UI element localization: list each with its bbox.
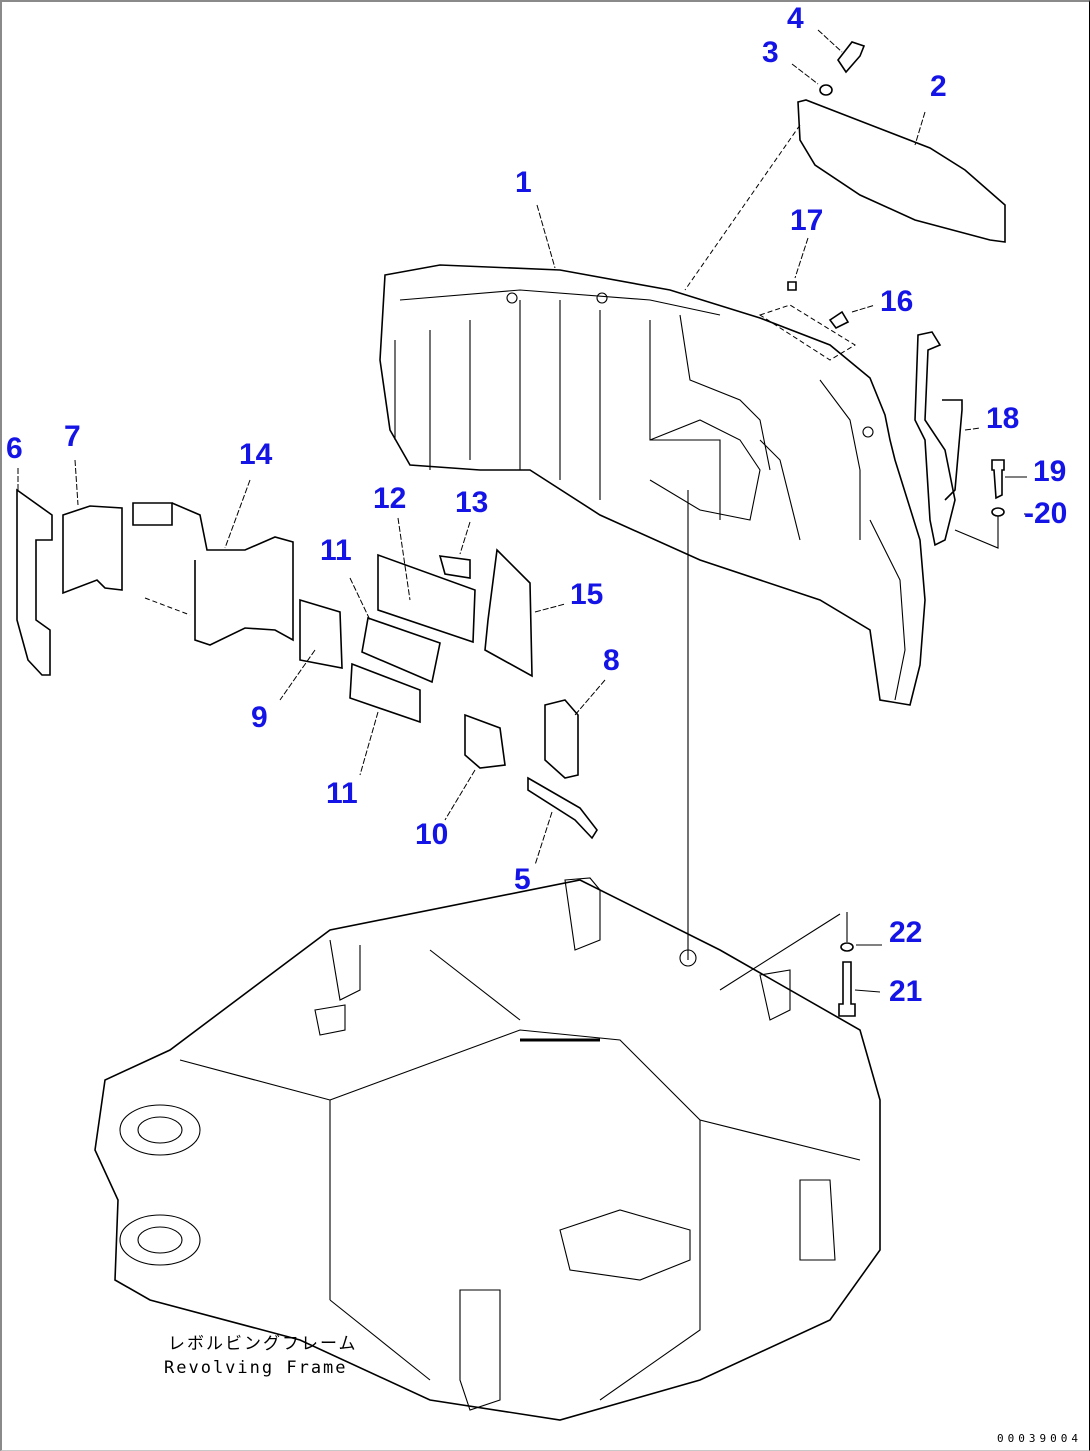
part-11-pad-upper (349, 577, 441, 684)
part-3-washer (791, 63, 833, 96)
callout-22: 22 (889, 916, 923, 949)
part-22-washer (719, 912, 882, 991)
revolving-frame (94, 877, 881, 1421)
callout-5: 5 (514, 863, 531, 896)
part-7-panel (62, 459, 123, 595)
part-10-block (444, 713, 506, 821)
callout-14: 14 (239, 438, 273, 471)
part-9-pad (279, 598, 343, 701)
leader-line (684, 124, 801, 291)
part-14-panel (132, 479, 294, 646)
callout-12: 12 (373, 482, 407, 515)
part-1-counterweight (379, 204, 926, 706)
part-5-strip (527, 776, 598, 866)
callout-11-upper: 11 (320, 534, 352, 567)
part-6-panel (16, 468, 53, 676)
callout-4: 4 (787, 2, 804, 35)
part-17-plug (787, 237, 809, 291)
callout-15: 15 (570, 578, 604, 611)
caption-english: Revolving Frame (164, 1358, 348, 1378)
part-11-pad-lower (349, 662, 421, 776)
document-number: 00039004 (997, 1432, 1082, 1445)
callout-21: 21 (889, 975, 923, 1008)
callout-19: 19 (1033, 455, 1067, 488)
part-13-block (438, 521, 471, 579)
callout-8: 8 (603, 644, 620, 677)
part-12-pad (377, 517, 476, 644)
part-15-panel (484, 548, 566, 678)
callout-6: 6 (6, 432, 23, 465)
caption-japanese: レボルビングフレーム (168, 1334, 358, 1354)
callout-16: 16 (880, 285, 914, 318)
callout-17: 17 (790, 204, 824, 237)
callout-7: 7 (64, 420, 81, 453)
callout-2: 2 (930, 70, 947, 103)
callout-20: -20 (1024, 497, 1068, 530)
callout-1: 1 (515, 166, 532, 199)
callout-9: 9 (251, 701, 268, 734)
callout-11-lower: 11 (326, 777, 358, 810)
part-19-bolt (991, 459, 1027, 500)
callout-13: 13 (455, 486, 489, 519)
part-21-bolt (838, 961, 881, 1017)
part-2-cover-plate (797, 99, 1006, 243)
callout-18: 18 (986, 402, 1020, 435)
part-20-washer (954, 507, 1030, 549)
part-16-plate (758, 304, 876, 361)
callout-10: 10 (415, 818, 449, 851)
part-18-bracket (914, 331, 981, 547)
part-4-bolt (817, 29, 866, 74)
part-8-pad (544, 679, 606, 779)
callout-3: 3 (762, 36, 779, 69)
